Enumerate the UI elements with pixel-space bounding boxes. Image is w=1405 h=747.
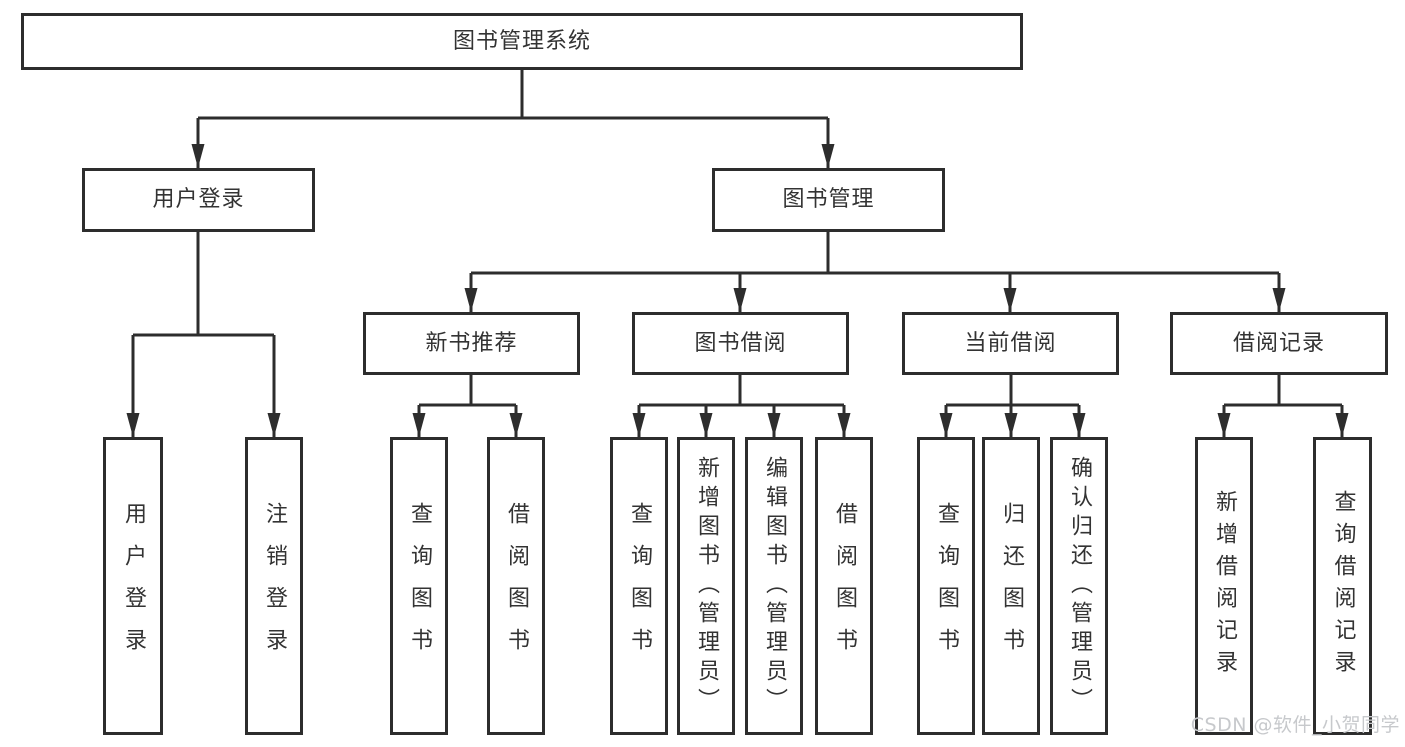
leaf-nb-query-books: 查询图书 (390, 437, 448, 735)
node-user-login: 用户登录 (82, 168, 315, 232)
leaf-user-login: 用户登录 (103, 437, 163, 735)
node-new-book-recommend: 新书推荐 (363, 312, 580, 375)
node-book-borrow: 图书借阅 (632, 312, 849, 375)
leaf-cb-confirm-return: 确认归还（管理员） (1050, 437, 1108, 735)
leaf-bb-query-books: 查询图书 (610, 437, 668, 735)
watermark: CSDN @软件_小贺同学 (1190, 714, 1400, 736)
leaf-br-query-record: 查询借阅记录 (1313, 437, 1372, 735)
leaf-logout: 注销登录 (245, 437, 303, 735)
leaf-bb-borrow-books: 借阅图书 (815, 437, 873, 735)
node-root: 图书管理系统 (21, 13, 1023, 70)
leaf-nb-borrow-books: 借阅图书 (487, 437, 545, 735)
leaf-br-add-record: 新增借阅记录 (1195, 437, 1253, 735)
leaf-cb-query-books: 查询图书 (917, 437, 975, 735)
node-book-management: 图书管理 (712, 168, 945, 232)
node-current-borrow: 当前借阅 (902, 312, 1119, 375)
leaf-bb-edit-books: 编辑图书（管理员） (745, 437, 803, 735)
leaf-cb-return-books: 归还图书 (982, 437, 1040, 735)
leaf-bb-add-books: 新增图书（管理员） (677, 437, 735, 735)
node-borrow-records: 借阅记录 (1170, 312, 1388, 375)
